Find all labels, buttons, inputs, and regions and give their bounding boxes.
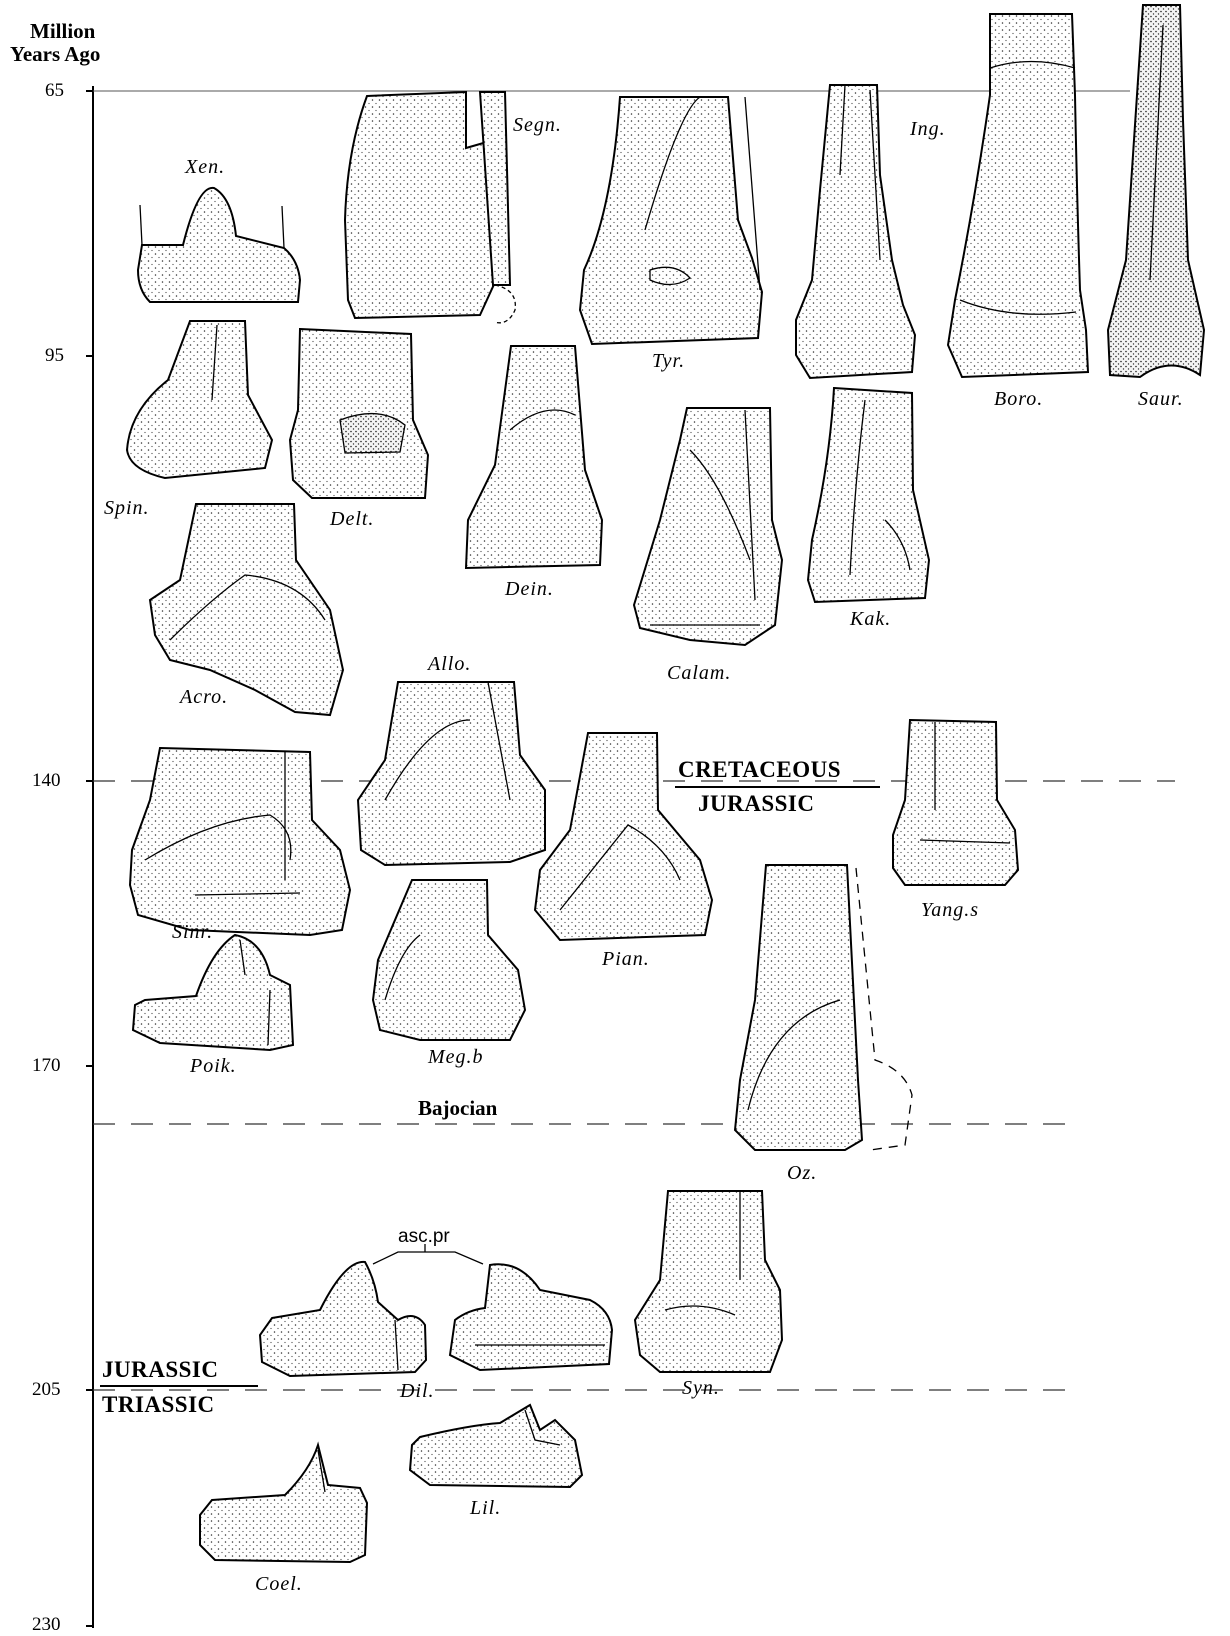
period-label-triassic: TRIASSIC xyxy=(102,1392,215,1418)
label-coel: Coel. xyxy=(255,1573,303,1596)
specimen-delt xyxy=(290,329,428,498)
label-yangs: Yang.s xyxy=(921,899,979,922)
axis-title-line2: Years Ago xyxy=(10,44,100,65)
specimen-megb xyxy=(373,880,525,1040)
label-sinr: Sinr. xyxy=(172,921,213,944)
label-lil: Lil. xyxy=(470,1497,501,1520)
specimen-tyr xyxy=(580,97,762,344)
label-acro: Acro. xyxy=(180,686,228,709)
period-label-cretaceous: CRETACEOUS xyxy=(678,757,841,783)
specimen-poik xyxy=(133,935,293,1050)
axis-title-line1: Million xyxy=(30,21,95,42)
specimen-coel xyxy=(200,1445,367,1562)
specimen-saur xyxy=(1108,5,1204,377)
specimen-spin xyxy=(127,321,272,478)
specimen-boro xyxy=(948,14,1088,377)
label-kak: Kak. xyxy=(850,608,891,631)
specimen-segn xyxy=(345,92,515,323)
specimen-xen xyxy=(138,188,300,302)
axis-tick-marks xyxy=(86,91,93,1626)
specimen-syn xyxy=(635,1191,782,1372)
label-tyr: Tyr. xyxy=(652,350,685,373)
specimen-oz xyxy=(735,865,912,1150)
label-pian: Pian. xyxy=(602,948,650,971)
label-saur: Saur. xyxy=(1138,388,1184,411)
period-label-jurassic-lower: JURASSIC xyxy=(102,1357,218,1383)
label-segn: Segn. xyxy=(513,114,562,137)
specimen-kak xyxy=(808,388,929,602)
label-dein: Dein. xyxy=(505,578,554,601)
label-xen: Xen. xyxy=(185,156,225,179)
label-ing: Ing. xyxy=(910,118,946,141)
specimen-yangs xyxy=(893,720,1018,885)
label-calam: Calam. xyxy=(667,662,731,685)
tick-label-95: 95 xyxy=(45,345,64,367)
tick-label-65: 65 xyxy=(45,80,64,102)
tick-label-170: 170 xyxy=(32,1055,61,1077)
label-delt: Delt. xyxy=(330,508,374,531)
label-boro: Boro. xyxy=(994,388,1043,411)
label-dil: Dil. xyxy=(400,1380,435,1403)
tick-label-205: 205 xyxy=(32,1379,61,1401)
annotation-asc-pr: asc.pr xyxy=(398,1226,450,1248)
specimen-calam xyxy=(634,408,782,645)
stage-label-bajocian: Bajocian xyxy=(418,1096,497,1121)
specimen-dein xyxy=(466,346,602,568)
specimen-acro xyxy=(150,504,343,715)
label-allo: Allo. xyxy=(428,653,471,676)
label-poik: Poik. xyxy=(190,1055,237,1078)
label-syn: Syn. xyxy=(682,1377,720,1400)
specimen-ing xyxy=(796,85,915,378)
period-label-jurassic-upper: JURASSIC xyxy=(698,791,814,817)
label-spin: Spin. xyxy=(104,497,150,520)
specimen-allo xyxy=(358,682,545,865)
specimen-dil xyxy=(260,1262,612,1376)
label-oz: Oz. xyxy=(787,1162,817,1185)
tick-label-140: 140 xyxy=(32,770,61,792)
specimen-lil xyxy=(410,1405,582,1487)
specimen-sinr xyxy=(130,748,350,935)
label-megb: Meg.b xyxy=(428,1046,484,1069)
